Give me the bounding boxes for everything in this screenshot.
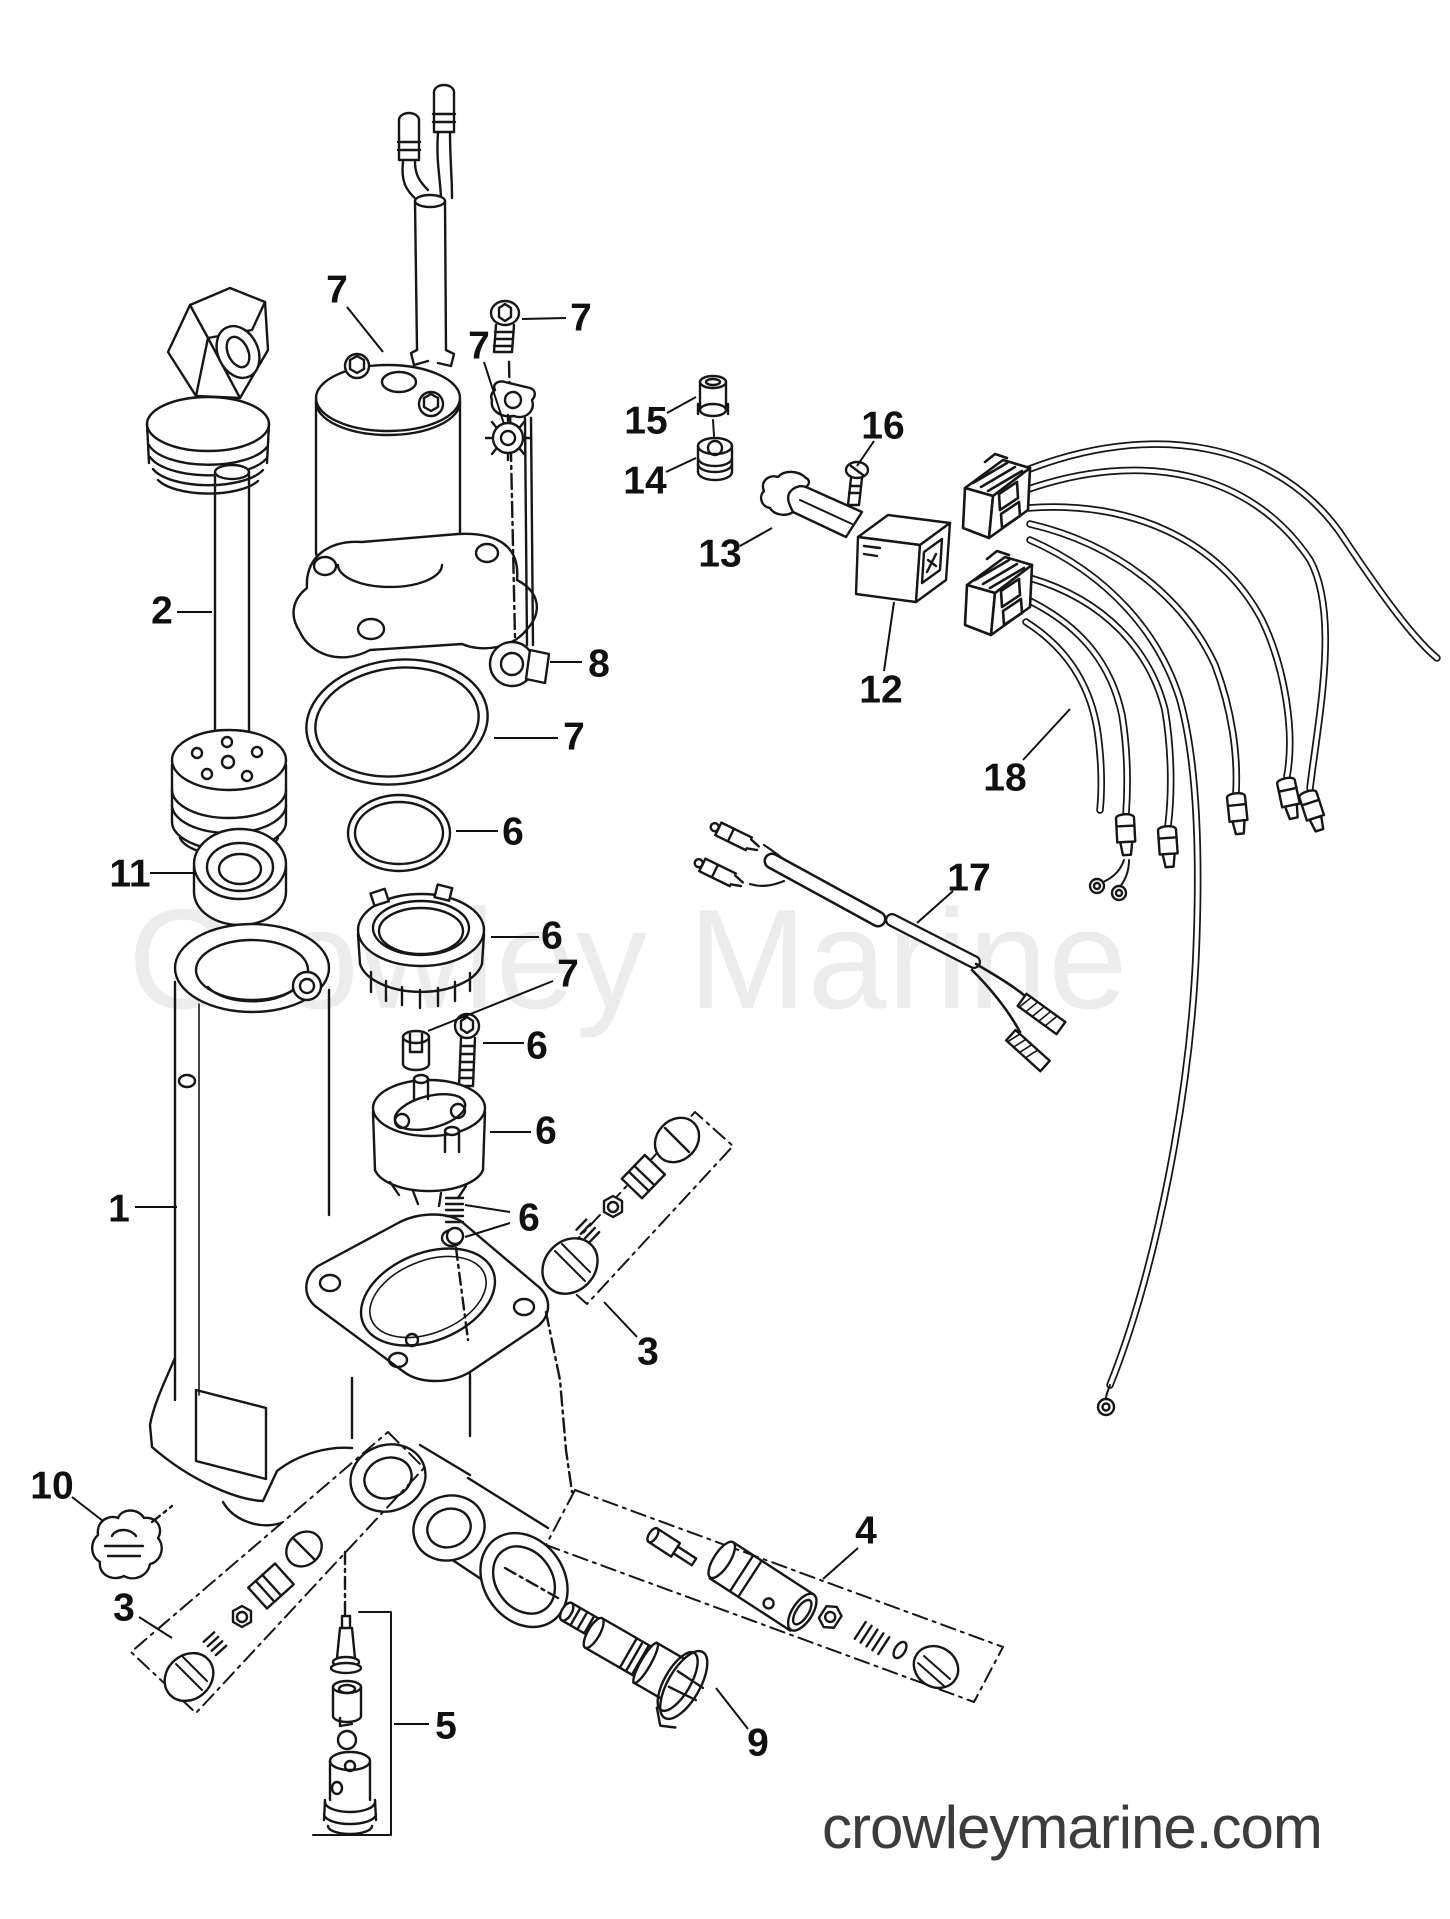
callout-label-6-18: 6	[518, 1197, 540, 1240]
retainer-ring	[356, 883, 486, 1010]
callout-leader-6-18-1	[464, 1222, 511, 1238]
callout-label-9-23: 9	[747, 1722, 769, 1765]
callout-label-18-26: 18	[983, 757, 1026, 800]
callout-leader-6-18-0	[464, 1204, 511, 1213]
release-knob	[91, 1504, 174, 1580]
motor-assembly	[292, 83, 538, 659]
manifold-base	[305, 1213, 574, 1629]
callout-leader-4-24-0	[822, 1547, 859, 1580]
drive-key	[401, 1029, 431, 1072]
callout-label-7-1: 7	[570, 297, 592, 340]
callout-leader-17-25-0	[916, 890, 954, 924]
relief-spring-ball	[444, 1196, 470, 1342]
callout-label-8-9: 8	[588, 643, 610, 686]
callout-leader-18-26-0	[1022, 708, 1071, 761]
bushing	[696, 374, 730, 437]
callout-label-11-12: 11	[109, 853, 150, 896]
callout-leader-3-19-0	[603, 1301, 638, 1338]
callout-label-7-10: 7	[563, 716, 585, 759]
valve-kit-upper	[541, 1111, 734, 1305]
callout-label-5-22: 5	[435, 1705, 457, 1748]
callout-leader-16-5-0	[856, 440, 875, 467]
trim-cap	[145, 286, 271, 495]
trim-valve-spool	[558, 1601, 709, 1729]
callout-leader-7-0-0	[346, 306, 384, 353]
callout-label-3-21: 3	[113, 1587, 135, 1630]
o-ring-small	[346, 793, 452, 873]
sender-lead	[693, 821, 1067, 1073]
callout-label-13-6: 13	[698, 533, 741, 576]
callout-label-6-11: 6	[502, 811, 524, 854]
callout-label-17-25: 17	[947, 857, 990, 900]
callout-leader-7-1-0	[521, 317, 567, 320]
callout-label-7-0: 7	[326, 269, 348, 312]
callout-label-15-3: 15	[624, 400, 667, 443]
callout-label-14-4: 14	[623, 460, 667, 503]
callout-label-4-24: 4	[855, 1510, 877, 1553]
screw-and-washer-set	[484, 299, 551, 688]
reservoir-housing	[148, 922, 354, 1527]
callout-leader-7-2-0	[483, 361, 505, 425]
wiring-harness	[961, 440, 1441, 1417]
callout-leader-15-3-0	[666, 396, 697, 414]
callout-leader-3-21-0	[138, 1616, 173, 1639]
site-logo-text: crowleymarine.com	[822, 1794, 1322, 1861]
relay	[854, 513, 952, 604]
callout-leader-14-4-0	[665, 457, 697, 473]
fork-terminal	[759, 470, 864, 539]
grommet	[696, 436, 734, 482]
callout-leader-12-7-0	[883, 601, 895, 672]
o-ring-large	[305, 658, 489, 786]
pump-bolt	[453, 1012, 481, 1088]
callout-label-2-8: 2	[151, 590, 173, 633]
relay-screw	[844, 460, 870, 507]
tilt-valve-kit	[545, 1489, 1004, 1703]
valve-stack	[312, 1550, 392, 1836]
callout-label-6-15: 6	[526, 1025, 548, 1068]
callout-label-6-13: 6	[541, 915, 563, 958]
valve-kit-lower	[130, 1431, 425, 1714]
callout-label-6-16: 6	[535, 1110, 557, 1153]
callout-label-3-19: 3	[637, 1331, 659, 1374]
callout-label-16-5: 16	[861, 405, 904, 448]
callout-label-10-20: 10	[30, 1465, 73, 1508]
callout-leader-10-20-0	[71, 1496, 104, 1522]
callout-leader-13-6-0	[739, 527, 773, 547]
piston-rod	[170, 463, 288, 857]
callout-label-7-14: 7	[557, 953, 579, 996]
callout-label-7-2: 7	[468, 325, 490, 368]
callout-leader-9-23-0	[715, 1687, 749, 1730]
callout-label-1-17: 1	[108, 1188, 130, 1231]
callout-leader-7-14-0	[427, 980, 554, 1032]
oil-pump	[371, 1073, 487, 1208]
callout-label-12-7: 12	[859, 669, 902, 712]
